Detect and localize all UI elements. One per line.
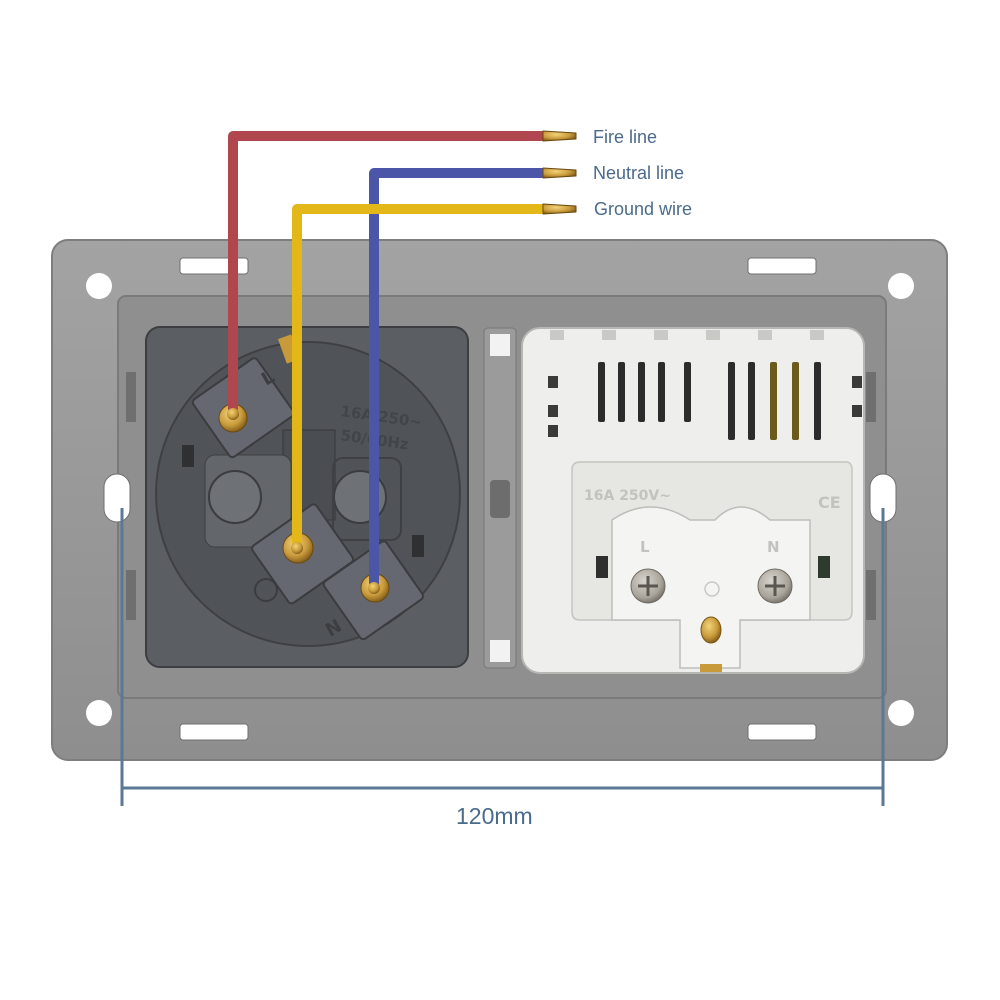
right-live-screw: [630, 568, 666, 604]
right-live-mark: L: [640, 538, 650, 556]
frame-hole-bottom-right: [888, 700, 914, 726]
vent-slots: [598, 362, 821, 440]
right-rating: 16A 250V~: [584, 488, 671, 504]
frame-slot-bottom-right: [747, 723, 817, 741]
right-ce-mark: CE: [818, 493, 841, 512]
neutral-line-label: Neutral line: [593, 163, 685, 183]
right-neutral-screw: [757, 568, 793, 604]
fire-wire: [228, 131, 545, 410]
frame-hole-bottom-left: [86, 700, 112, 726]
frame-hole-top-left: [86, 273, 112, 299]
ground-wire-label: Ground wire: [594, 199, 693, 219]
frame-slot-bottom-left: [179, 723, 249, 741]
right-neutral-mark: N: [767, 538, 780, 556]
right-socket: 16A 250V~ CE L N: [521, 327, 865, 674]
frame-oval-hole-left: [103, 473, 131, 523]
frame-hole-top-right: [888, 273, 914, 299]
neutral-wire: [369, 168, 545, 585]
wires: [227, 130, 577, 594]
wire-copper-tips: [542, 130, 577, 215]
frame-slot-top-right: [747, 257, 817, 275]
dimension-label: 120mm: [456, 803, 533, 829]
dimension-line: [120, 508, 885, 806]
pin-hole-left: [208, 470, 262, 524]
fire-line-label: Fire line: [593, 127, 658, 147]
left-socket: L N 16A/250~ 50/60Hz: [145, 326, 469, 668]
right-earth-screw: [700, 616, 722, 644]
ground-wire: [292, 204, 545, 545]
